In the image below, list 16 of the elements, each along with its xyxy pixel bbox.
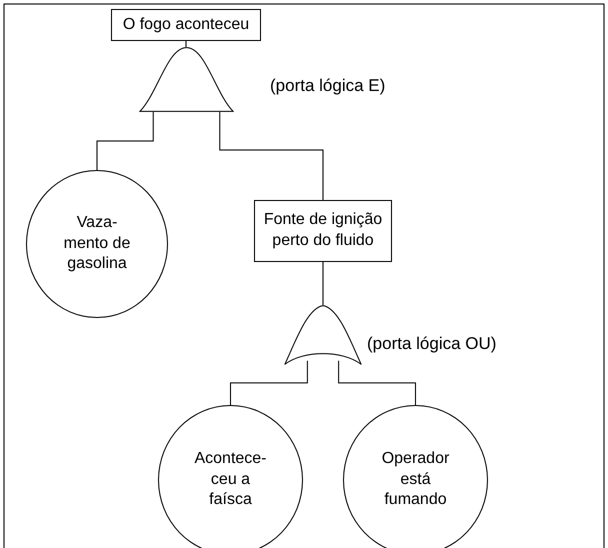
connector-line — [338, 360, 416, 406]
and-gate — [139, 47, 234, 112]
connector-line — [230, 360, 308, 406]
event-label: Vaza- mento de gasolina — [62, 212, 132, 274]
event-label: O fogo aconteceu — [122, 14, 250, 35]
gate-caption: (porta lógica OU) — [367, 334, 496, 354]
connector-line — [96, 112, 154, 170]
event-label: Fonte de ignição perto do fluido — [262, 210, 384, 251]
or-gate — [284, 305, 362, 365]
event-box — [254, 200, 392, 262]
event-label: Acontece- ceu a faísca — [193, 448, 268, 510]
gate-caption: (porta lógica E) — [270, 76, 386, 96]
connector-line — [322, 262, 324, 306]
connector-line — [219, 112, 324, 200]
event-box — [111, 9, 261, 41]
event-label: Operador está fumando — [380, 448, 450, 510]
